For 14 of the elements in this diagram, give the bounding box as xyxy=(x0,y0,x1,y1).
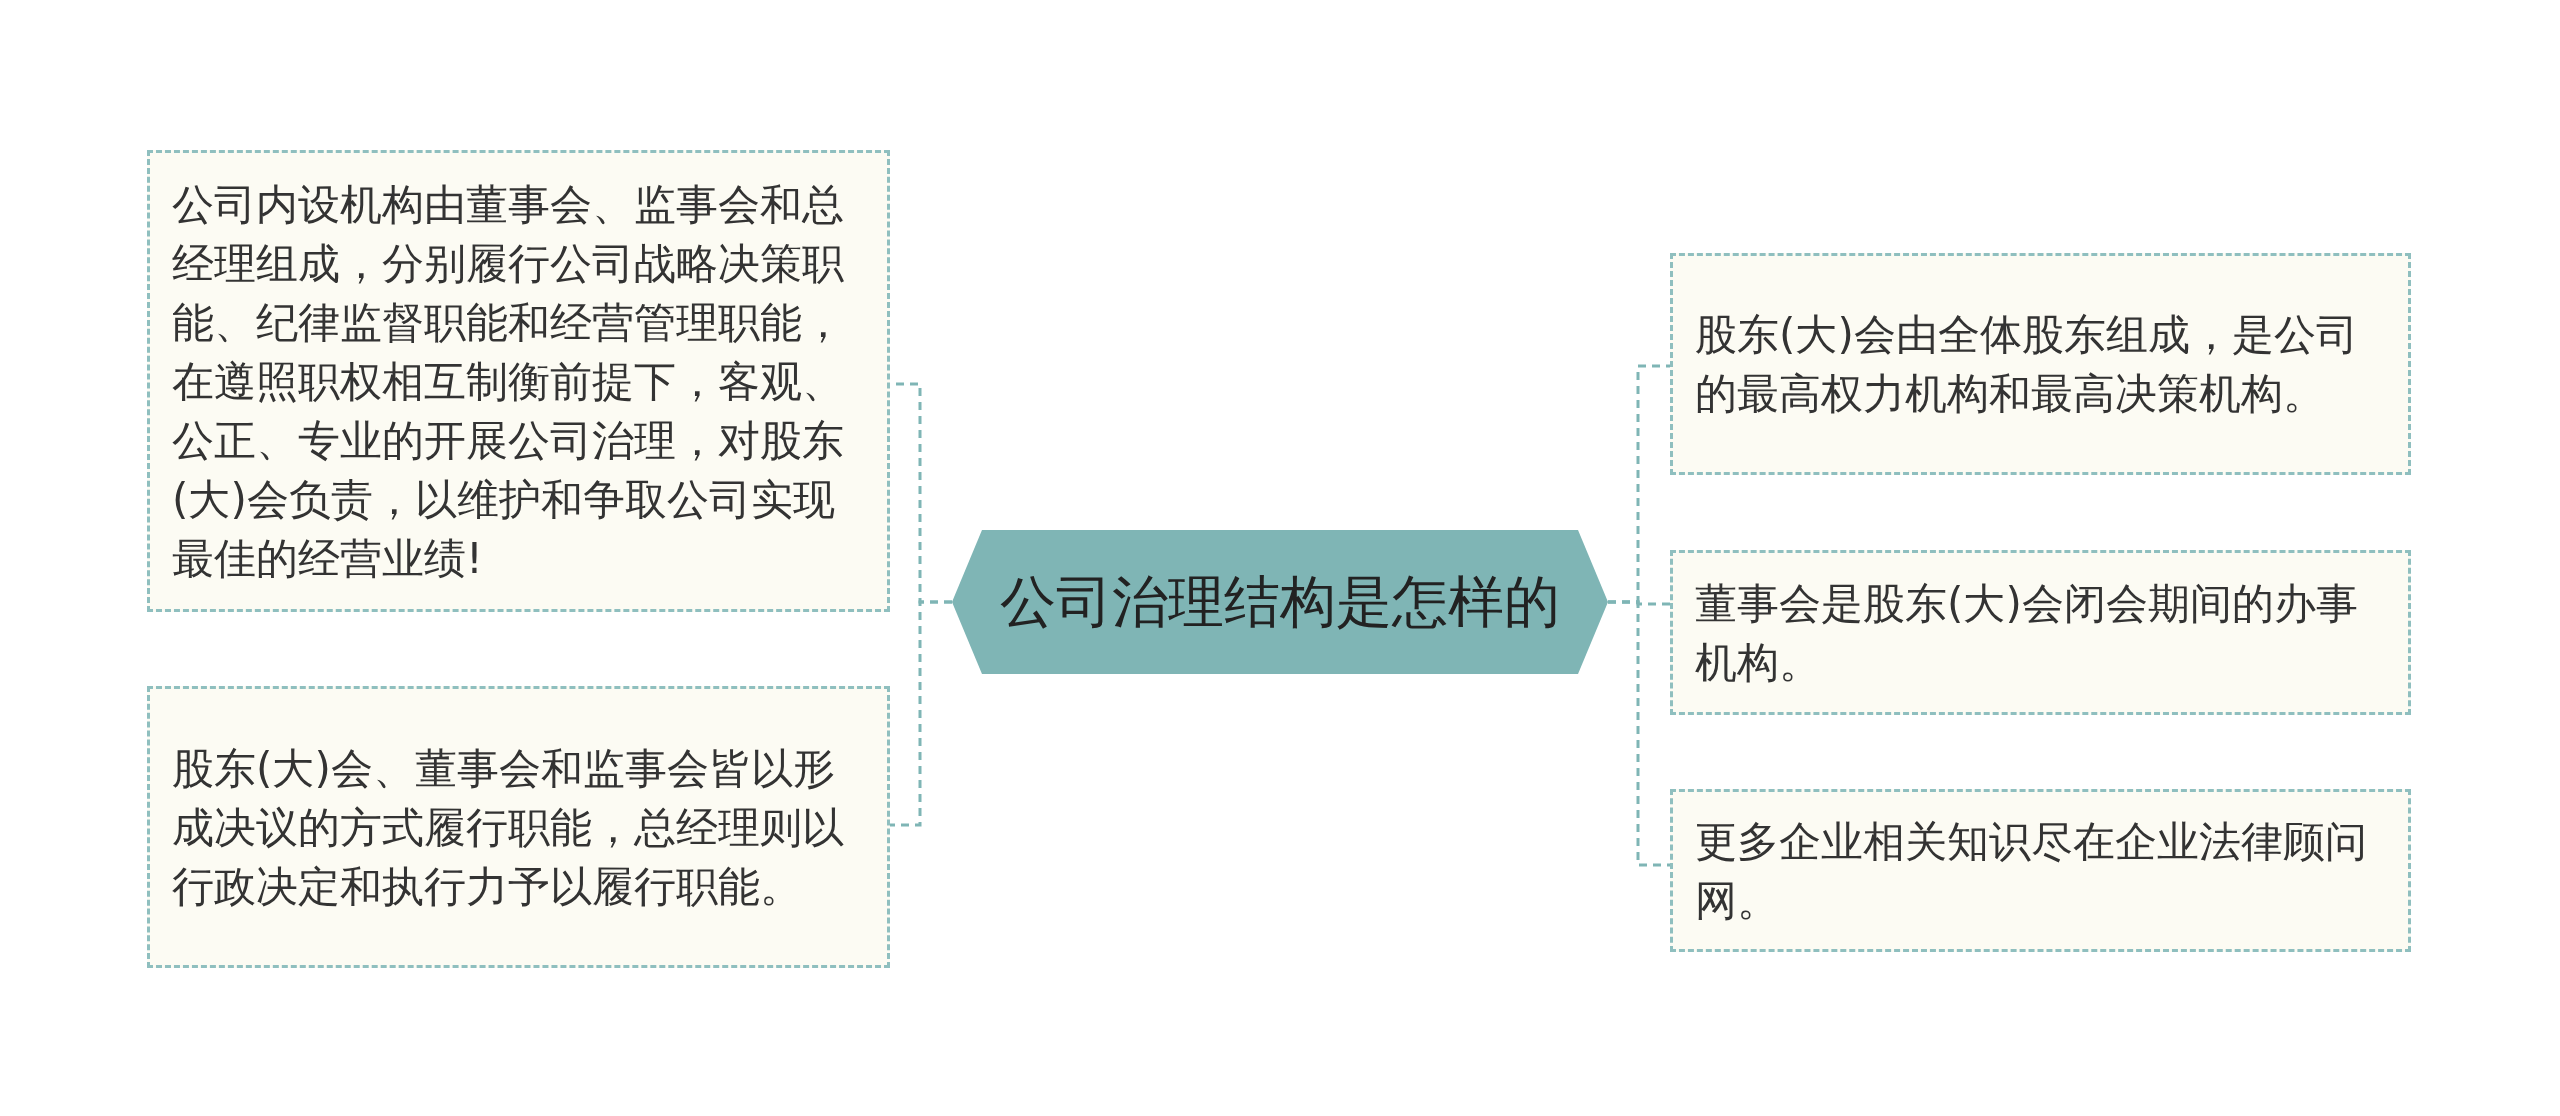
note-box xyxy=(147,150,890,612)
topic-text: 公司治理结构是怎样的 xyxy=(1000,568,1560,636)
topic-hexagon xyxy=(952,530,1608,674)
note-text: 股东(大)会、董事会和监事会皆以形成决议的方式履行职能，总经理则以行政决定和执行力予以履行职能。 xyxy=(172,742,845,913)
note-box xyxy=(1670,253,2411,475)
note-box xyxy=(147,686,890,968)
note-box xyxy=(1670,789,2411,952)
note-text: 董事会是股东(大)会闭会期间的办事机构。 xyxy=(1695,577,2359,689)
note-text: 公司内设机构由董事会、监事会和总经理组成，分别履行公司战略决策职能、纪律监督职能和经营管理职能，在遵照职权相互制衡前提下，客观、公正、专业的开展公司治理，对股东(大)会负责，以维护和争取公司实现最佳的经营业绩! xyxy=(172,178,845,585)
note-text: 更多企业相关知识尽在企业法律顾问网。 xyxy=(1695,815,2368,927)
note-text: 股东(大)会由全体股东组成，是公司的最高权力机构和最高决策机构。 xyxy=(1695,309,2359,420)
connector-line xyxy=(890,600,952,827)
note-box xyxy=(1670,550,2411,715)
connector-line xyxy=(1608,600,1670,867)
